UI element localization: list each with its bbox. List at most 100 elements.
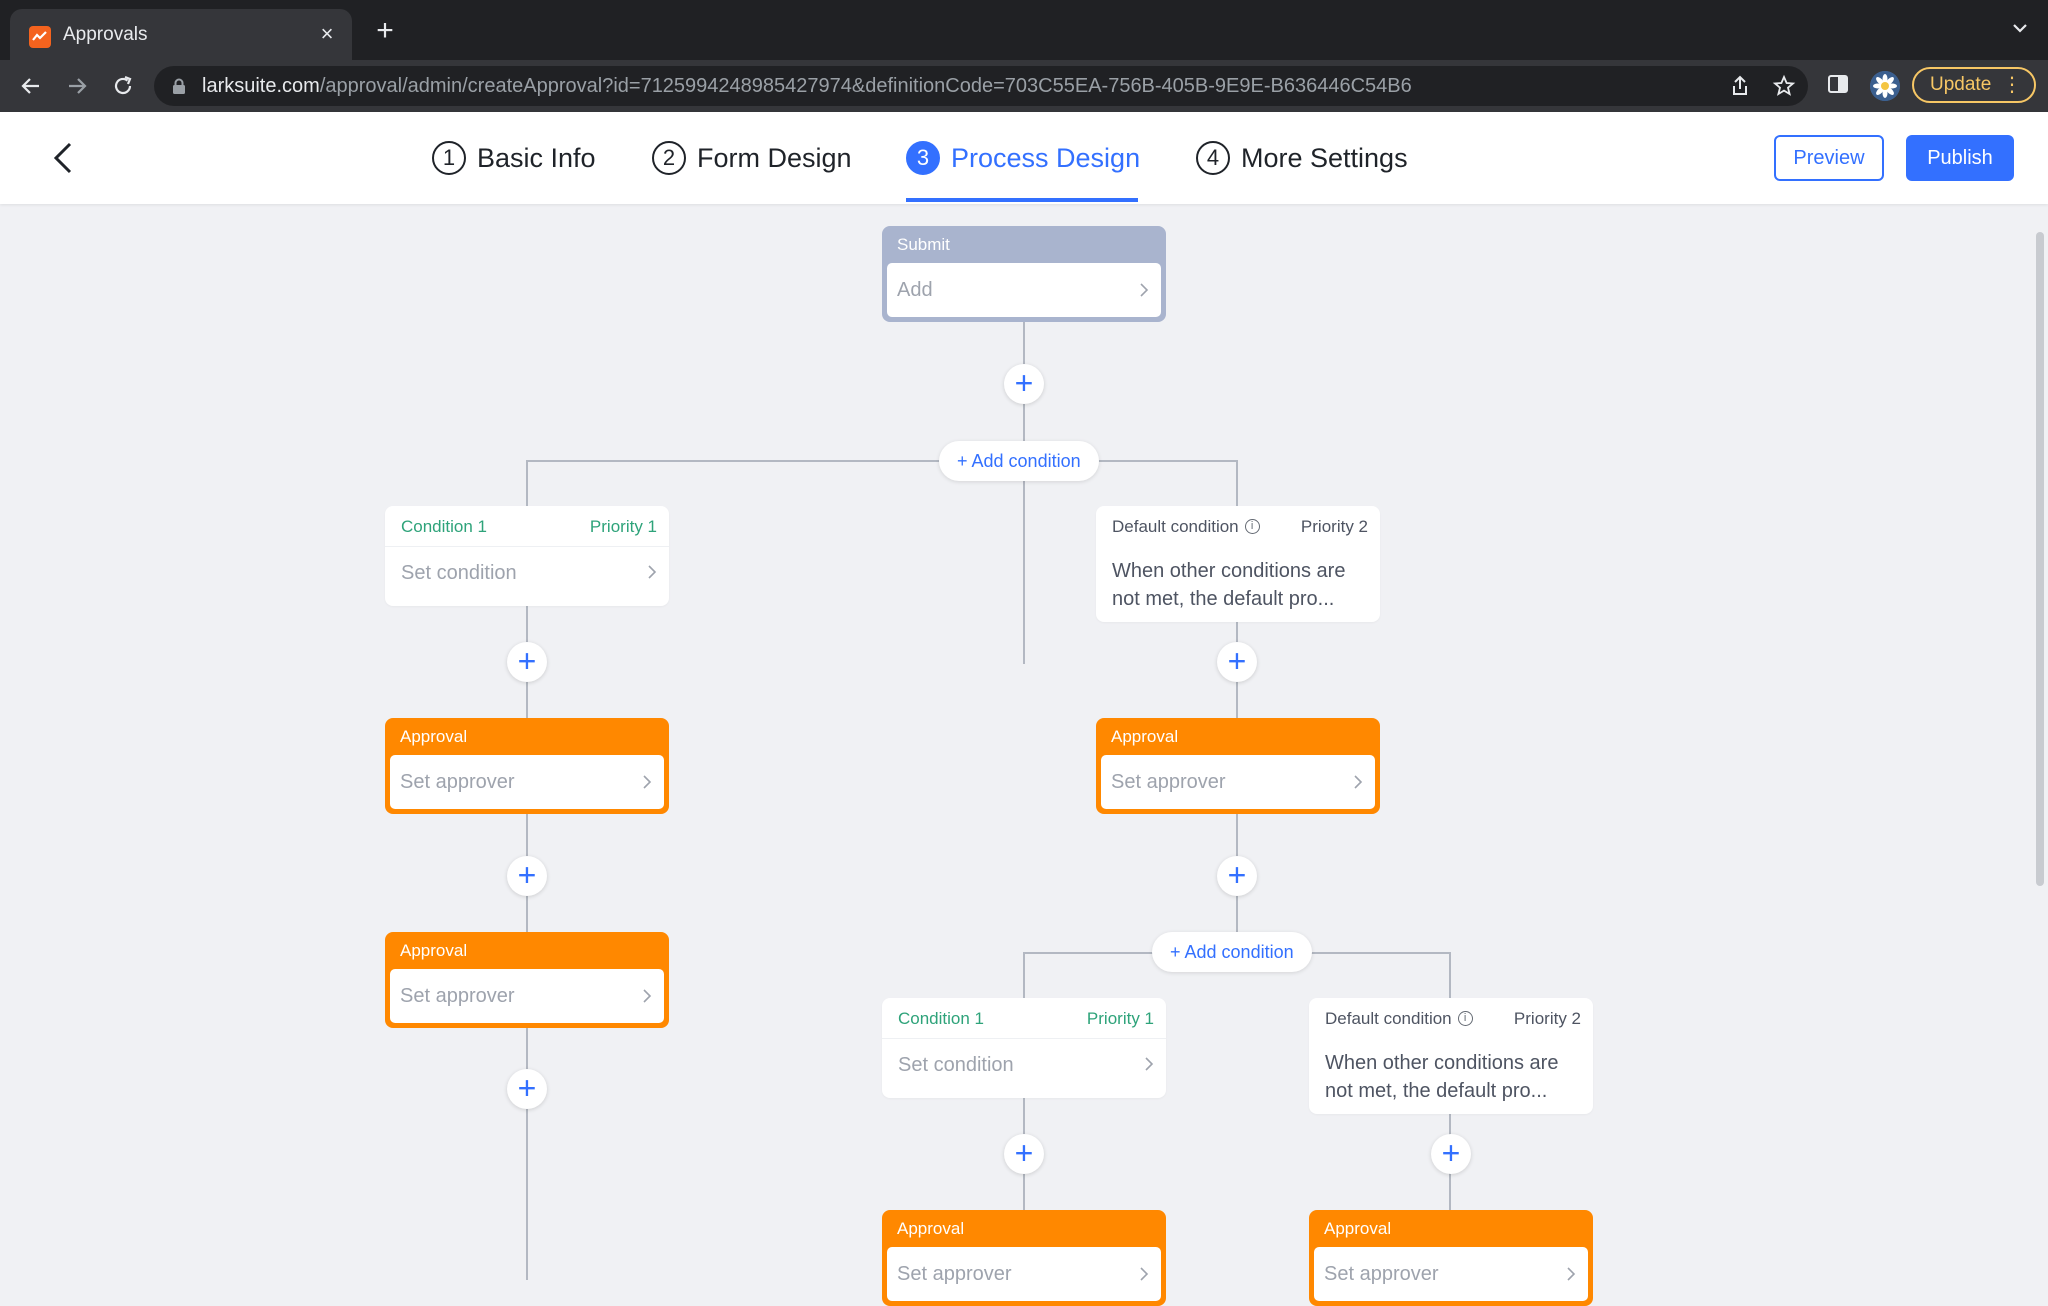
condition-name: Default condition i [1325, 1008, 1473, 1030]
share-icon[interactable] [1728, 74, 1752, 103]
add-node-plus-icon[interactable]: + [507, 1069, 547, 1109]
url-path: /approval/admin/createApproval?id=712599… [319, 75, 1412, 97]
chevron-right-icon [1144, 1056, 1154, 1077]
set-approver-placeholder: Set approver [400, 985, 515, 1007]
approval-node[interactable]: Approval Set approver [1309, 1210, 1593, 1306]
browser-tab-bar: Approvals × + [0, 0, 2048, 60]
chevron-right-icon [1353, 774, 1363, 795]
add-node-plus-icon[interactable]: + [1004, 1134, 1044, 1174]
approval-node[interactable]: Approval Set approver [385, 932, 669, 1028]
approval-node[interactable]: Approval Set approver [882, 1210, 1166, 1306]
step-number: 2 [652, 141, 686, 175]
step-number: 4 [1196, 141, 1230, 175]
add-node-plus-icon[interactable]: + [507, 856, 547, 896]
preview-button[interactable]: Preview [1774, 135, 1884, 181]
add-node-plus-icon[interactable]: + [1004, 364, 1044, 404]
step-form-design[interactable]: 2 Form Design [652, 140, 852, 176]
default-condition-description: When other conditions are not met, the d… [1325, 1052, 1559, 1102]
bookmark-star-icon[interactable] [1772, 74, 1796, 103]
node-placeholder: Add [897, 279, 933, 301]
step-number: 3 [906, 141, 940, 175]
node-title: Approval [400, 727, 468, 746]
set-approver-field[interactable]: Set approver [887, 1247, 1161, 1301]
condition-priority: Priority 2 [1513, 1009, 1581, 1028]
default-condition-card[interactable]: Default condition i Priority 2 When other… [1096, 506, 1380, 622]
nested-condition-1-card[interactable]: Condition 1 Priority 1 Set condition [882, 998, 1166, 1098]
tab-title: Approvals [63, 24, 148, 45]
add-condition-button[interactable]: + Add condition [1152, 932, 1312, 972]
browser-menu-icon[interactable]: ⋮ [2002, 74, 2022, 96]
node-title: Approval [1324, 1219, 1392, 1238]
step-number: 1 [432, 141, 466, 175]
add-node-plus-icon[interactable]: + [507, 642, 547, 682]
condition-name: Condition 1 [401, 517, 488, 536]
reload-icon[interactable] [106, 69, 140, 103]
connector-line [1449, 952, 1451, 1280]
condition-priority: Priority 2 [1300, 517, 1368, 536]
new-tab-icon[interactable]: + [376, 14, 394, 47]
connector-line [1236, 460, 1238, 960]
add-node-plus-icon[interactable]: + [1217, 856, 1257, 896]
default-condition-description: When other conditions are not met, the d… [1112, 560, 1346, 610]
approval-editor-header: 1 Basic Info 2 Form Design 3 Process Des… [0, 112, 2048, 204]
browser-tab-approvals[interactable]: Approvals × [10, 9, 352, 60]
step-label: Basic Info [477, 142, 596, 173]
set-approver-field[interactable]: Set approver [390, 755, 664, 809]
side-panel-icon[interactable] [1826, 72, 1850, 101]
set-approver-placeholder: Set approver [897, 1263, 1012, 1285]
node-title: Approval [400, 941, 468, 960]
node-title: Approval [897, 1219, 965, 1238]
tab-close-icon[interactable]: × [320, 21, 334, 46]
active-step-underline [906, 198, 1138, 202]
nested-default-condition-card[interactable]: Default condition i Priority 2 When other… [1309, 998, 1593, 1114]
step-process-design[interactable]: 3 Process Design [906, 140, 1140, 176]
chevron-right-icon [1139, 1266, 1149, 1287]
publish-button[interactable]: Publish [1906, 135, 2014, 181]
info-icon[interactable]: i [1244, 518, 1260, 534]
add-node-plus-icon[interactable]: + [1431, 1134, 1471, 1174]
lark-favicon-icon [29, 26, 51, 48]
back-chevron-icon[interactable] [50, 140, 78, 181]
tab-search-chevron-icon[interactable] [2010, 18, 2030, 43]
node-title: Approval [1111, 727, 1179, 746]
set-approver-field[interactable]: Set approver [390, 969, 664, 1023]
update-button[interactable]: Update ⋮ [1912, 67, 2036, 103]
step-label: Form Design [697, 142, 852, 173]
default-condition-label: Default condition [1112, 517, 1239, 536]
back-arrow-icon[interactable] [14, 69, 48, 103]
default-condition-label: Default condition [1325, 1009, 1452, 1028]
approval-node[interactable]: Approval Set approver [385, 718, 669, 814]
submit-node[interactable]: Submit Add [882, 226, 1166, 322]
divider [385, 546, 669, 547]
set-approver-field[interactable]: Set approver [1101, 755, 1375, 809]
add-node-plus-icon[interactable]: + [1217, 642, 1257, 682]
divider [882, 1038, 1166, 1039]
url-host: larksuite.com [202, 75, 320, 97]
forward-arrow-icon[interactable] [60, 69, 94, 103]
node-title: Submit [897, 235, 950, 254]
set-approver-field[interactable]: Set approver [1314, 1247, 1588, 1301]
chevron-right-icon [1139, 282, 1149, 303]
chevron-right-icon [647, 564, 657, 585]
condition-priority: Priority 1 [589, 517, 657, 536]
browser-toolbar: larksuite.com/approval/admin/createAppro… [0, 60, 2048, 112]
approval-node[interactable]: Approval Set approver [1096, 718, 1380, 814]
profile-avatar[interactable] [1870, 71, 1900, 101]
set-approver-placeholder: Set approver [1111, 771, 1226, 793]
connector-line [1023, 320, 1025, 664]
condition-name: Default condition i [1112, 516, 1260, 538]
set-approver-placeholder: Set approver [400, 771, 515, 793]
chevron-right-icon [642, 988, 652, 1009]
step-basic-info[interactable]: 1 Basic Info [432, 140, 596, 176]
step-label: Process Design [951, 142, 1141, 173]
submit-add-field[interactable]: Add [887, 263, 1161, 317]
condition-1-card[interactable]: Condition 1 Priority 1 Set condition [385, 506, 669, 606]
set-condition-placeholder: Set condition [401, 562, 517, 584]
add-condition-button[interactable]: + Add condition [939, 441, 1099, 481]
vertical-scrollbar[interactable] [2036, 232, 2044, 886]
step-more-settings[interactable]: 4 More Settings [1196, 140, 1408, 176]
address-bar[interactable]: larksuite.com/approval/admin/createAppro… [154, 66, 1808, 106]
info-icon[interactable]: i [1457, 1010, 1473, 1026]
set-approver-placeholder: Set approver [1324, 1263, 1439, 1285]
connector-line [526, 460, 1238, 462]
